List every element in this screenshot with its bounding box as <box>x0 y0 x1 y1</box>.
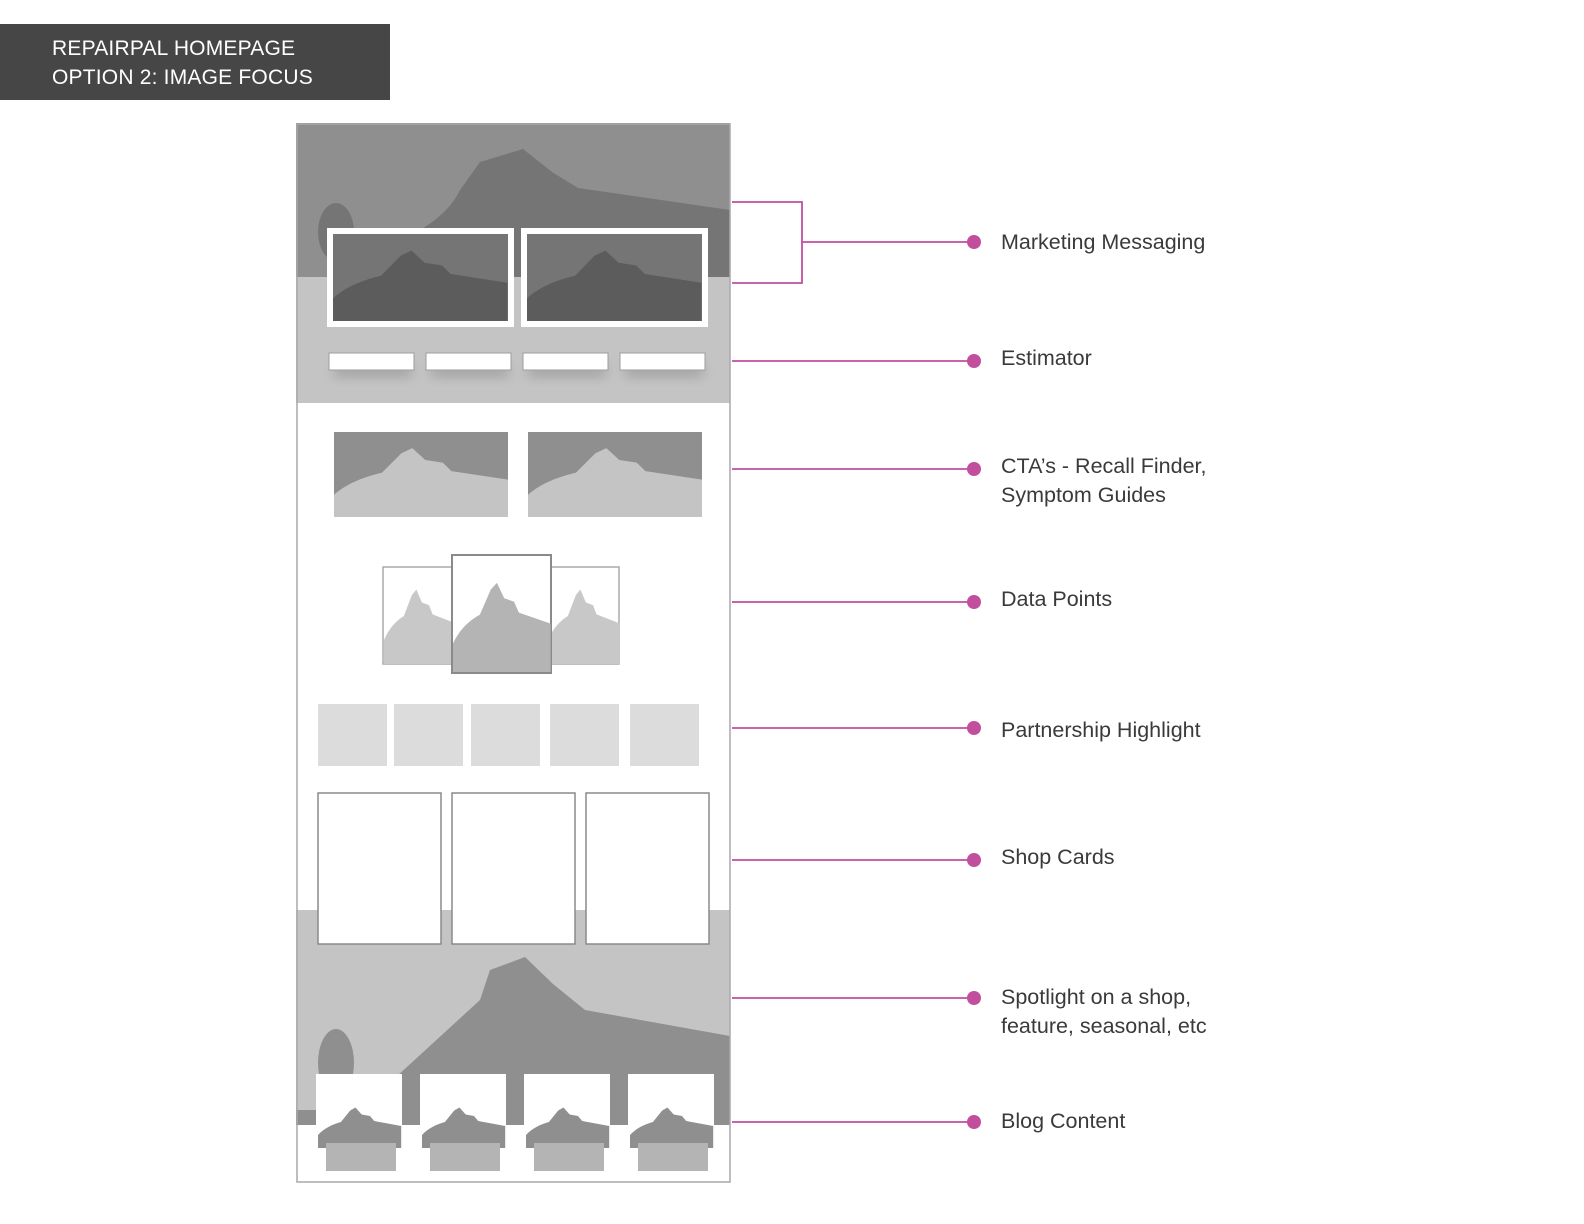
page-header: REPAIRPAL HOMEPAGE OPTION 2: IMAGE FOCUS <box>0 24 390 100</box>
marker-dot <box>967 462 981 476</box>
label-ctas: CTA’s - Recall Finder, Symptom Guides <box>1001 452 1207 510</box>
label-line: Blog Content <box>1001 1109 1126 1133</box>
marker-dot <box>967 721 981 735</box>
label-marketing-messaging: Marketing Messaging <box>1001 228 1205 257</box>
shop-card <box>585 792 710 945</box>
label-line: Shop Cards <box>1001 845 1115 869</box>
partner-tile <box>550 704 619 766</box>
shop-card <box>451 792 576 945</box>
estimator-field <box>328 352 415 371</box>
label-estimator: Estimator <box>1001 344 1092 373</box>
label-line: Estimator <box>1001 346 1092 370</box>
label-blog-content: Blog Content <box>1001 1107 1125 1136</box>
marketing-card <box>521 228 708 327</box>
marketing-card <box>327 228 514 327</box>
marker-dot <box>967 1115 981 1129</box>
marker-dot <box>967 354 981 368</box>
label-line: Data Points <box>1001 587 1113 611</box>
phone-frame <box>296 123 731 1183</box>
shop-card <box>317 792 442 945</box>
label-line: Symptom Guides <box>1001 483 1166 507</box>
estimator-field <box>619 352 706 371</box>
data-point-card <box>382 566 456 665</box>
label-spotlight: Spotlight on a shop, feature, seasonal, … <box>1001 983 1207 1041</box>
label-partnership-highlight: Partnership Highlight <box>1001 716 1201 745</box>
marker-dot <box>967 235 981 249</box>
marker-dot <box>967 853 981 867</box>
label-line: CTA’s - Recall Finder, <box>1001 454 1207 478</box>
label-shop-cards: Shop Cards <box>1001 843 1115 872</box>
spotlight-mountain <box>296 957 730 1125</box>
partner-tile <box>630 704 699 766</box>
partner-tile <box>471 704 540 766</box>
label-data-points: Data Points <box>1001 585 1112 614</box>
data-point-card-active <box>451 554 552 674</box>
marketing-bracket <box>732 201 803 284</box>
annotation-markers <box>967 235 981 1129</box>
marker-dot <box>967 595 981 609</box>
blog-card <box>420 1074 506 1171</box>
blog-card <box>524 1074 610 1171</box>
blog-card <box>316 1074 402 1171</box>
cta-image <box>334 432 508 517</box>
estimator-bar <box>328 352 706 376</box>
estimator-field <box>522 352 609 371</box>
cta-image <box>528 432 702 517</box>
label-line: Marketing Messaging <box>1001 230 1206 254</box>
data-point-card <box>548 566 620 665</box>
header-line-1: REPAIRPAL HOMEPAGE <box>52 37 296 60</box>
estimator-field <box>425 352 512 371</box>
marker-dot <box>967 991 981 1005</box>
partner-tile <box>318 704 387 766</box>
label-line: Partnership Highlight <box>1001 718 1201 742</box>
partner-tile <box>394 704 463 766</box>
phone-wireframe <box>296 123 731 1183</box>
header-line-2: OPTION 2: IMAGE FOCUS <box>52 66 313 89</box>
partner-tiles <box>318 704 699 766</box>
label-line: feature, seasonal, etc <box>1001 1014 1207 1038</box>
annotation-connectors <box>732 201 974 1123</box>
label-line: Spotlight on a shop, <box>1001 985 1192 1009</box>
blog-card <box>628 1074 714 1171</box>
